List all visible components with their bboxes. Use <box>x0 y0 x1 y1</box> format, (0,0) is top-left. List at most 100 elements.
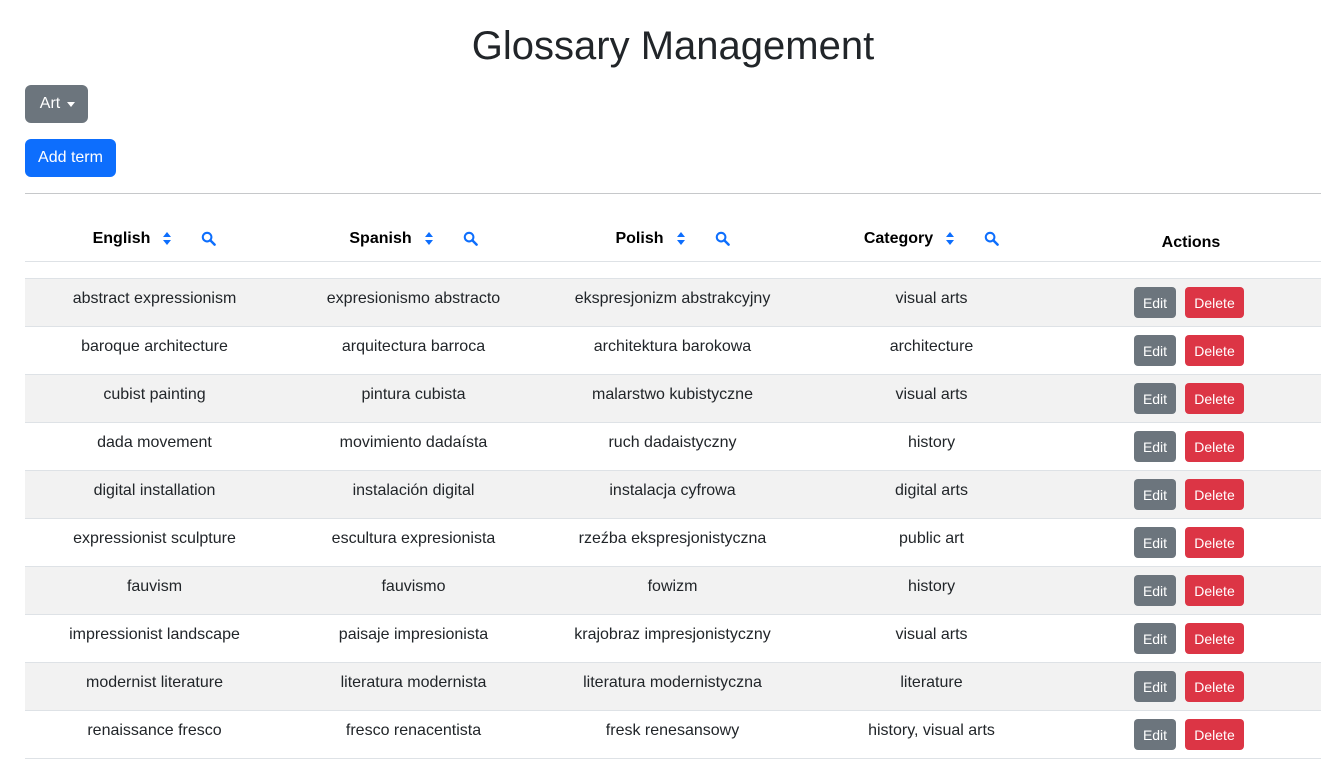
delete-button[interactable]: Delete <box>1185 623 1244 654</box>
row-actions: Edit Delete <box>1134 575 1244 606</box>
delete-button[interactable]: Delete <box>1185 719 1244 750</box>
search-icon[interactable] <box>984 231 999 246</box>
edit-button[interactable]: Edit <box>1134 527 1176 558</box>
table-row: baroque architecture arquitectura barroca… <box>25 326 1321 374</box>
row-actions: Edit Delete <box>1134 335 1244 366</box>
search-icon[interactable] <box>201 231 217 246</box>
table-row: digital installation instalación digital i… <box>25 470 1321 518</box>
cell-category: architecture <box>889 338 974 355</box>
cell-category: literature <box>900 674 963 691</box>
delete-button[interactable]: Delete <box>1185 575 1244 606</box>
column-header-actions: Actions <box>1061 216 1321 261</box>
glossary-select-label: Art <box>39 95 61 112</box>
cell-spanish: fresco renacentista <box>345 722 482 739</box>
table-row: modernist literature literatura modernist… <box>25 662 1321 710</box>
edit-button[interactable]: Edit <box>1134 623 1176 654</box>
caret-down-icon <box>67 102 76 107</box>
cell-category: history, visual arts <box>868 722 995 739</box>
table-row: cubist painting pintura cubista malarstwo … <box>25 374 1321 422</box>
divider <box>25 193 1321 194</box>
cell-category: public art <box>899 530 964 547</box>
cell-category: visual arts <box>895 626 968 643</box>
page-title: Glossary Management <box>471 24 875 68</box>
cell-spanish: expresionismo abstracto <box>326 290 501 307</box>
cell-category: visual arts <box>895 386 968 403</box>
table-header: English Spanish Polish Category Actions <box>25 216 1321 262</box>
table-row: abstract expressionism expresionismo abst… <box>25 278 1321 326</box>
column-label: Category <box>863 229 934 247</box>
column-label: Polish <box>615 229 664 247</box>
delete-button[interactable]: Delete <box>1185 527 1244 558</box>
cell-spanish: pintura cubista <box>361 386 466 403</box>
cell-english: renaissance fresco <box>87 722 222 739</box>
cell-spanish: arquitectura barroca <box>341 338 486 355</box>
cell-category: digital arts <box>895 482 968 499</box>
column-label: Spanish <box>349 229 412 247</box>
cell-english: abstract expressionism <box>72 290 237 307</box>
edit-button[interactable]: Edit <box>1134 287 1176 318</box>
edit-button[interactable]: Edit <box>1134 719 1176 750</box>
row-actions: Edit Delete <box>1134 479 1244 510</box>
row-actions: Edit Delete <box>1134 527 1244 558</box>
search-icon[interactable] <box>463 231 478 246</box>
delete-button[interactable]: Delete <box>1185 479 1244 510</box>
edit-button[interactable]: Edit <box>1134 431 1176 462</box>
cell-category: history <box>907 434 956 451</box>
glossary-select-dropdown[interactable]: Art <box>25 85 88 123</box>
cell-spanish: movimiento dadaísta <box>339 434 488 451</box>
search-icon[interactable] <box>715 231 730 246</box>
edit-button[interactable]: Edit <box>1134 335 1176 366</box>
edit-button[interactable]: Edit <box>1134 383 1176 414</box>
cell-english: fauvism <box>126 578 183 595</box>
cell-polish: ruch dadaistyczny <box>608 434 737 451</box>
cell-polish: literatura modernistyczna <box>583 674 762 691</box>
cell-category: history <box>907 578 956 595</box>
table-row: fauvism fauvismo fowizm history Edit Delete <box>25 566 1321 614</box>
cell-polish: fowizm <box>647 578 698 595</box>
edit-button[interactable]: Edit <box>1134 575 1176 606</box>
delete-button[interactable]: Delete <box>1185 431 1244 462</box>
edit-button[interactable]: Edit <box>1134 479 1176 510</box>
column-header-category: Category <box>802 216 1061 261</box>
sort-icon[interactable] <box>424 231 434 246</box>
cell-english: impressionist landscape <box>69 626 240 643</box>
cell-polish: krajobraz impresjonistyczny <box>574 626 771 643</box>
delete-button[interactable]: Delete <box>1185 671 1244 702</box>
row-actions: Edit Delete <box>1134 719 1244 750</box>
cell-english: digital installation <box>93 482 216 499</box>
sort-icon[interactable] <box>162 231 172 246</box>
row-actions: Edit Delete <box>1134 431 1244 462</box>
column-label: Actions <box>1161 233 1221 251</box>
table-body: abstract expressionism expresionismo abst… <box>25 278 1321 759</box>
row-actions: Edit Delete <box>1134 623 1244 654</box>
column-label: English <box>92 229 151 247</box>
sort-icon[interactable] <box>676 231 686 246</box>
cell-polish: rzeźba ekspresjonistyczna <box>578 530 767 547</box>
delete-button[interactable]: Delete <box>1185 383 1244 414</box>
column-header-spanish: Spanish <box>284 216 543 261</box>
cell-english: dada movement <box>97 434 212 451</box>
column-header-english: English <box>25 216 284 261</box>
cell-polish: ekspresjonizm abstrakcyjny <box>574 290 771 307</box>
cell-polish: malarstwo kubistyczne <box>592 386 753 403</box>
cell-english: modernist literature <box>86 674 223 691</box>
row-actions: Edit Delete <box>1134 383 1244 414</box>
cell-polish: fresk renesansowy <box>605 722 740 739</box>
cell-english: cubist painting <box>103 386 206 403</box>
cell-spanish: instalación digital <box>352 482 475 499</box>
delete-button[interactable]: Delete <box>1185 287 1244 318</box>
cell-spanish: literatura modernista <box>340 674 487 691</box>
cell-spanish: fauvismo <box>381 578 446 595</box>
row-actions: Edit Delete <box>1134 671 1244 702</box>
table-row: renaissance fresco fresco renacentista fre… <box>25 710 1321 759</box>
sort-icon[interactable] <box>945 231 955 246</box>
edit-button[interactable]: Edit <box>1134 671 1176 702</box>
add-term-button[interactable]: Add term <box>25 139 116 177</box>
row-actions: Edit Delete <box>1134 287 1244 318</box>
table-row: dada movement movimiento dadaísta ruch dad… <box>25 422 1321 470</box>
delete-button[interactable]: Delete <box>1185 335 1244 366</box>
cell-polish: instalacja cyfrowa <box>609 482 736 499</box>
cell-english: baroque architecture <box>81 338 228 355</box>
column-header-polish: Polish <box>543 216 802 261</box>
